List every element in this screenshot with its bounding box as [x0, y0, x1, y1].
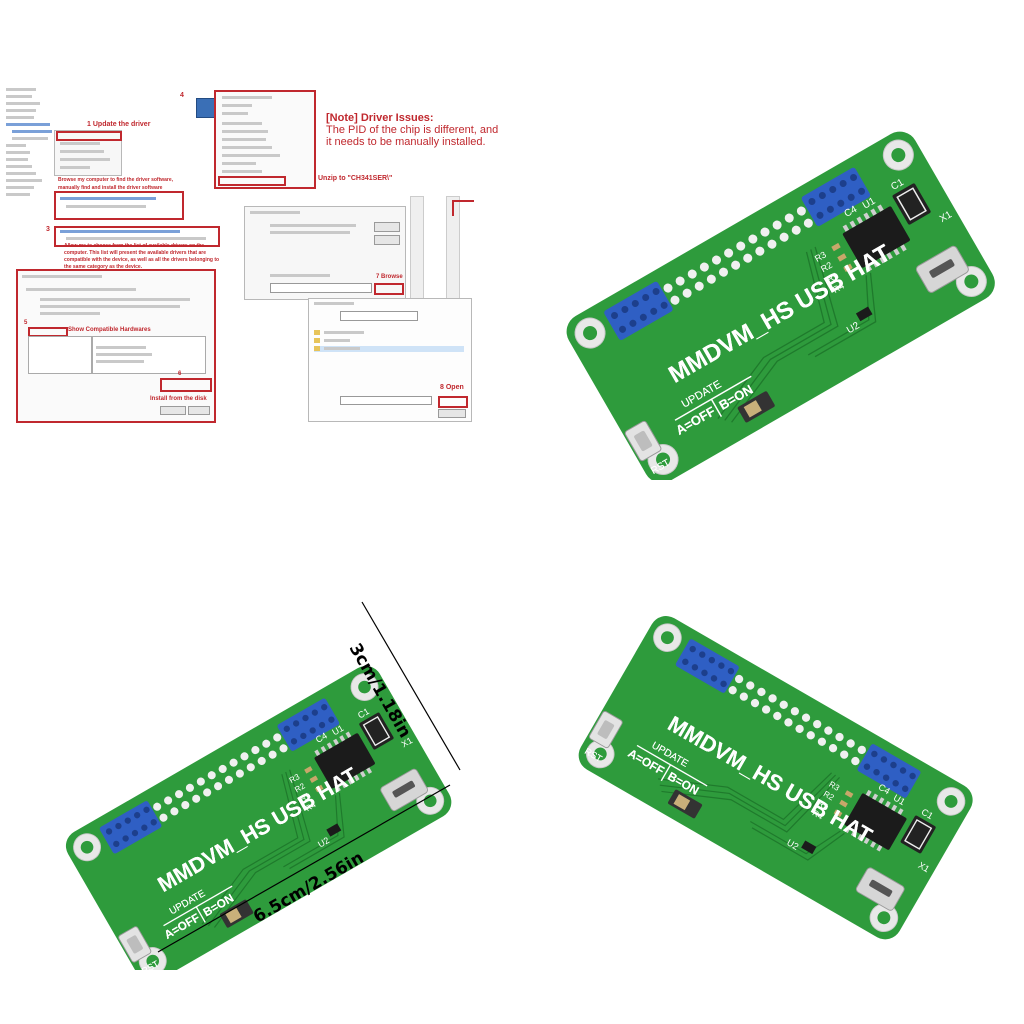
note-body-1: The PID of the chip is different, and — [326, 124, 499, 136]
folder-row-2[interactable] — [314, 338, 464, 344]
driver-note: [Note] Driver Issues: The PID of the chi… — [326, 112, 526, 148]
note-body-2: it needs to be manually installed. — [326, 136, 486, 148]
unzip-menu-item[interactable] — [218, 176, 286, 186]
folder-path-field[interactable] — [340, 311, 418, 321]
step-4-num: 4 — [180, 92, 184, 99]
step-5-num: 5 — [24, 320, 28, 326]
step-6-label: Install from the disk — [150, 396, 207, 402]
browse-button[interactable] — [374, 283, 404, 295]
step-3-num: 3 — [46, 226, 50, 233]
cancel-button[interactable] — [188, 406, 210, 415]
open-button[interactable] — [438, 396, 468, 408]
pcb-photo-bottom-right: MMDVM_HS USB HAT UPDATE A=OFF B=ON RST — [571, 609, 980, 947]
step-3-label: Allow me to choose from the list of avai… — [64, 243, 220, 270]
zip-file-icon[interactable] — [196, 98, 216, 118]
dialog-side-panel — [410, 196, 424, 308]
folder-row-3[interactable] — [314, 346, 464, 352]
browse-computer-option[interactable] — [54, 191, 184, 220]
device-manager-tree — [4, 88, 56, 200]
choose-driver-option[interactable] — [54, 226, 220, 247]
filename-field[interactable] — [340, 396, 432, 405]
step-7-label: 7 Browse — [376, 274, 403, 280]
step-8-label: 8 Open — [440, 384, 464, 391]
manufacturer-list[interactable] — [28, 336, 92, 374]
unzip-label: Unzip to "CH341SER\" — [318, 175, 393, 182]
dialog-cancel-button[interactable] — [374, 235, 400, 245]
rst-label-2: RST — [140, 958, 161, 970]
step-2-label: Browse my computer to find the driver so… — [58, 177, 174, 191]
pcb-photo-top-right: MMDVM_HS USB HAT UPDATE A=OFF B=ON RST — [559, 124, 1003, 480]
update-driver-highlight[interactable] — [56, 131, 122, 141]
top-right-marker — [452, 200, 474, 216]
note-title: [Note] Driver Issues: — [326, 112, 434, 124]
length-dimension-line — [157, 784, 451, 953]
step-5-label: Show Compatible Hardwares — [68, 327, 151, 333]
folder-row-1[interactable] — [314, 330, 464, 336]
have-disk-button[interactable] — [160, 378, 212, 392]
ok-button[interactable] — [374, 222, 400, 232]
width-dimension-line — [361, 601, 461, 771]
step-6-num: 6 — [178, 371, 182, 377]
file-cancel-button[interactable] — [438, 409, 466, 418]
step-1-label: 1 Update the driver — [87, 121, 151, 128]
path-field[interactable] — [270, 283, 372, 293]
pcb-photo-dimensions: MMDVM_HS USB HAT UPDATE A=OFF B=ON RST — [59, 601, 461, 970]
next-button[interactable] — [160, 406, 186, 415]
